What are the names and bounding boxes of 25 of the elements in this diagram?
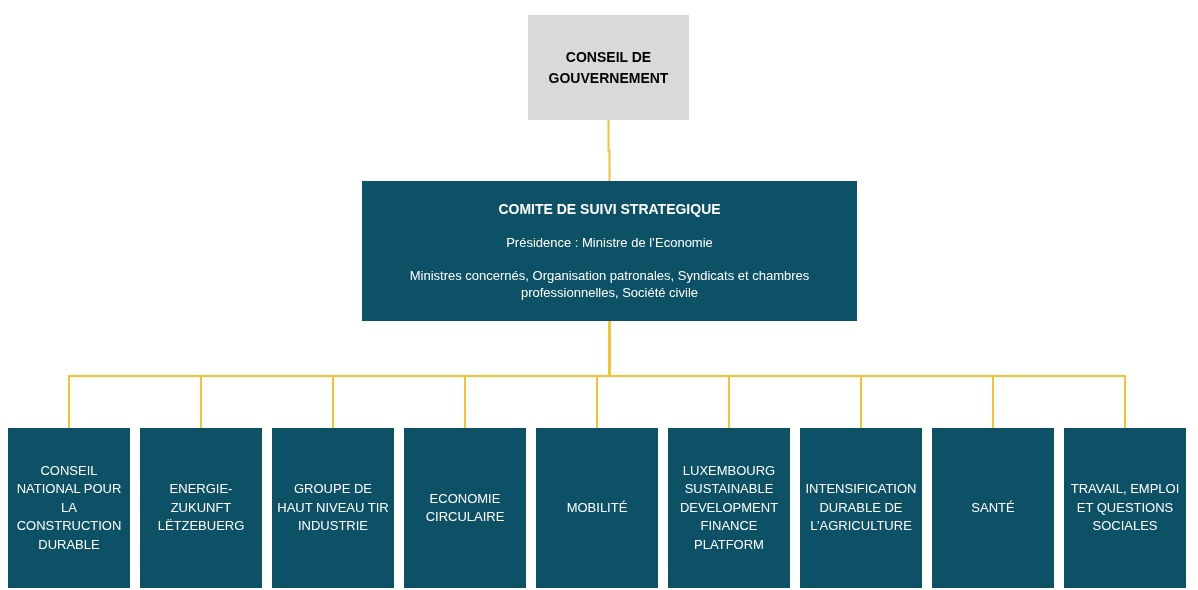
box-label: CONSEIL NATIONAL POUR LA CONSTRUCTION DURABLE	[15, 461, 123, 554]
box-text: Présidence : Ministre de l’Economie	[505, 234, 714, 251]
group-box	[800, 428, 922, 588]
group-box	[1064, 428, 1186, 588]
group-box	[932, 428, 1054, 588]
group-box	[404, 428, 526, 588]
group-box	[272, 428, 394, 588]
box-text: Ministres concernés, Organisation patronales, Syndicats et chambres professionnelles, Société civile	[408, 267, 811, 301]
box-label: TRAVAIL, EMPLOI ET QUESTIONS SOCIALES	[1069, 480, 1181, 536]
box-label: INTENSIFICATION DURABLE DE L’AGRICULTURE	[804, 480, 918, 536]
box-title: COMITE DE SUIVI STRATEGIQUE	[498, 201, 721, 218]
group-box	[668, 428, 790, 588]
box-title: CONSEIL DE GOUVERNEMENT	[547, 47, 670, 88]
top-box	[528, 15, 689, 120]
box-label: ENERGIE-ZUKUNFT LËTZEBUERG	[156, 480, 246, 536]
box-label: LUXEMBOURG SUSTAINABLE DEVELOPMENT FINANCE PLATFORM	[678, 461, 780, 554]
box-label: MOBILITÉ	[565, 498, 629, 517]
box-label: SANTÉ	[970, 498, 1016, 517]
box-label: GROUPE DE HAUT NIVEAU TIR INDUSTRIE	[276, 480, 390, 536]
group-box	[140, 428, 262, 588]
group-box	[8, 428, 130, 588]
committee-box	[362, 181, 857, 321]
box-label: ECONOMIE CIRCULAIRE	[424, 489, 506, 526]
connector-line	[607, 119, 611, 182]
group-box	[536, 428, 658, 588]
